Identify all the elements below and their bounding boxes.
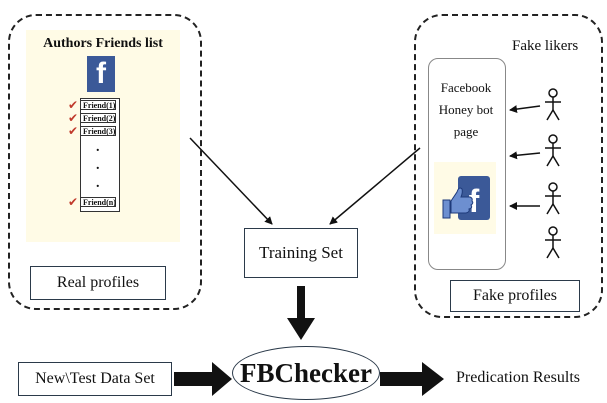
fake-to-training-arrow [329, 147, 421, 225]
friend-row-3: Friend(3) [80, 126, 116, 136]
fbchecker-label: FBChecker [240, 357, 372, 388]
test-to-checker-arrow [174, 362, 232, 396]
svg-text:f: f [469, 183, 480, 219]
fake-profiles-panel [414, 14, 603, 318]
stick-figure-icon [545, 88, 561, 121]
liker-arrow-2 [509, 151, 541, 160]
honey-bot-line-1: Facebook [440, 80, 492, 95]
honey-bot-line-2: Honey bot [438, 102, 494, 117]
real-to-training-arrow [189, 137, 273, 225]
checkmark-icon: ✔ [68, 195, 79, 209]
friend-row-2: Friend(2) [80, 113, 116, 123]
friend-row-n: Friend(n) [80, 197, 116, 207]
test-data-set-box: New\Test Data Set [18, 362, 172, 396]
liker-arrow-1 [509, 105, 541, 114]
checkmark-icon: ✔ [68, 111, 79, 125]
fake-likers-title: Fake likers [512, 38, 579, 54]
predication-results-label: Predication Results [456, 369, 580, 386]
checker-to-results-arrow [380, 362, 444, 396]
friend-row-1: Friend(1) [80, 100, 116, 110]
friend-ellipsis-3: . [96, 176, 100, 191]
stick-figure-icon [545, 134, 561, 167]
facebook-like-icon: f [442, 176, 490, 220]
friend-ellipsis-2: . [96, 158, 100, 173]
real-profiles-label: Real profiles [30, 266, 166, 300]
friend-ellipsis-1: . [96, 140, 100, 155]
authors-friends-title: Authors Friends list [43, 36, 163, 51]
real-profiles-panel [8, 14, 202, 310]
stick-figure-icon [545, 182, 561, 215]
checkmark-icon: ✔ [68, 124, 79, 138]
fbchecker-ellipse: FBChecker [232, 346, 380, 400]
training-set-box: Training Set [244, 228, 358, 278]
honey-bot-line-3: page [453, 124, 479, 139]
training-to-checker-arrow [287, 286, 315, 340]
stick-figure-icon [545, 226, 561, 259]
fake-profiles-label: Fake profiles [450, 280, 580, 312]
checkmark-icon: ✔ [68, 98, 79, 112]
facebook-logo-icon: f [87, 56, 115, 92]
